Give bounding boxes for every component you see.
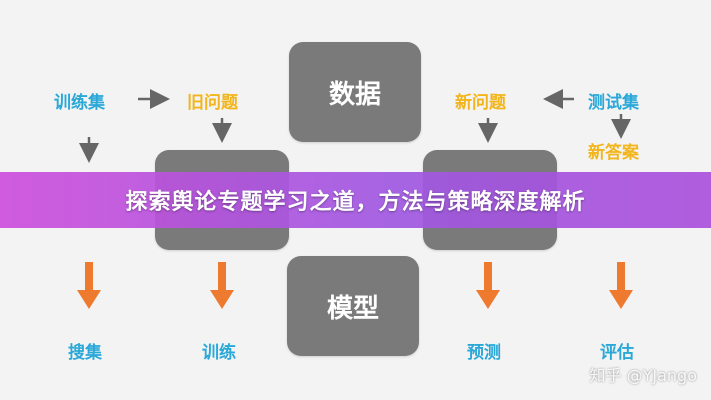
label-evaluate: 评估 — [600, 343, 634, 363]
label-new-question: 新问题 — [455, 93, 506, 113]
label-old-question: 旧问题 — [187, 93, 238, 113]
orange-arrow-train — [210, 262, 234, 309]
box-model: 模型 — [287, 256, 419, 356]
label-training-set: 训练集 — [54, 93, 105, 113]
orange-arrow-predict — [476, 262, 500, 309]
label-train: 训练 — [202, 343, 236, 363]
label-test-set: 测试集 — [588, 93, 639, 113]
label-collect: 搜集 — [68, 343, 102, 363]
title-banner: 探索舆论专题学习之道，方法与策略深度解析 — [0, 172, 711, 228]
box-data: 数据 — [289, 42, 421, 142]
label-new-answer: 新答案 — [588, 143, 639, 163]
watermark: 知乎 @YJango — [589, 366, 697, 385]
orange-arrow-collect — [77, 262, 101, 309]
box-data-label: 数据 — [328, 79, 381, 110]
box-model-label: 模型 — [326, 293, 379, 324]
orange-arrow-evaluate — [609, 262, 633, 309]
label-predict: 预测 — [467, 343, 501, 363]
banner-title: 探索舆论专题学习之道，方法与策略深度解析 — [125, 190, 586, 215]
